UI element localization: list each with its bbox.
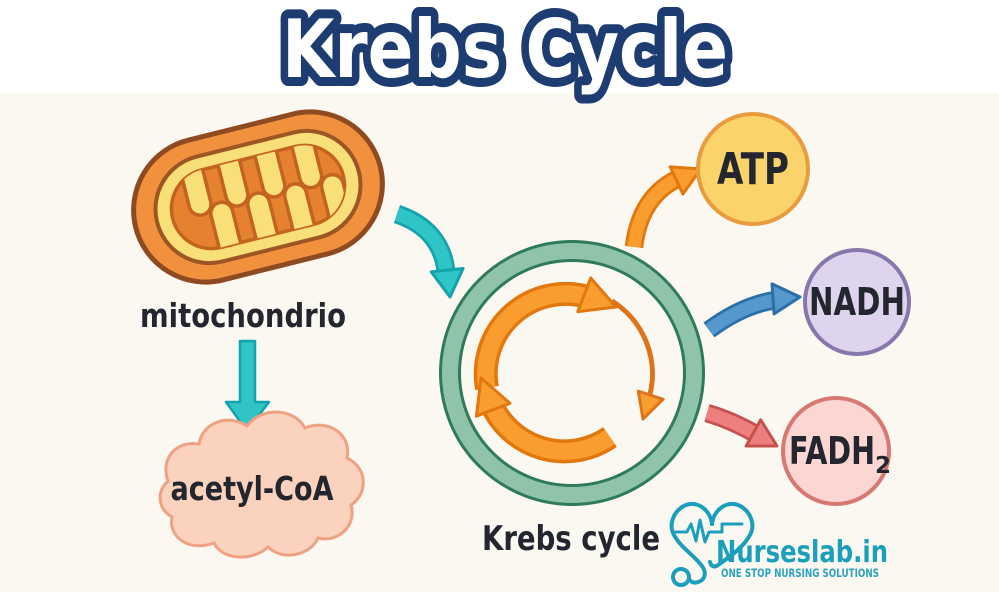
krebs-cycle-ring — [439, 240, 705, 506]
fadh2-label: FADH2 — [789, 429, 891, 479]
krebs-cycle-label: Krebs cycle — [482, 519, 660, 559]
ring-inner-edge — [458, 259, 686, 487]
brand-tagline: ONE STOP NURSING SOLUTIONS — [721, 566, 879, 580]
nadh-label: NADH — [809, 280, 905, 324]
fadh2-label-main: FADH — [789, 429, 875, 473]
arrow-shaft — [482, 397, 615, 460]
arrow-shaft — [610, 298, 655, 399]
arrow-head — [636, 389, 665, 421]
mitochondrion-illustration — [131, 109, 385, 285]
ecg-line — [671, 518, 744, 544]
nurseslab-logo: Nurseslab.in ONE STOP NURSING SOLUTIONS — [669, 502, 888, 587]
arrow-shaft — [627, 172, 682, 248]
cycle-arrow-thin — [610, 298, 665, 421]
arrow-head — [576, 276, 618, 314]
fadh2-label-subscript: 2 — [875, 453, 891, 479]
page-title: Krebs Cycle — [282, 3, 728, 96]
fadh2-circle — [781, 396, 891, 506]
arrow-head — [770, 282, 802, 316]
cycle-arrow-bottom — [474, 376, 617, 464]
arrow-cycle-to-fadh2 — [704, 404, 779, 448]
cycle-arrow-top — [473, 276, 618, 391]
stethoscope-heart-icon — [669, 502, 755, 587]
arrow-mitochondrion-to-cycle — [393, 205, 465, 299]
arrow-shaft — [477, 285, 594, 390]
atp-circle — [696, 112, 810, 226]
brand-name: Nurseslab.in — [716, 535, 888, 570]
stethoscope-chestpiece — [671, 567, 691, 587]
mitochondrion-label: mitochondrio — [140, 296, 346, 335]
arrow-head — [668, 165, 703, 196]
arrow-head — [429, 266, 465, 299]
nadh-circle — [803, 248, 911, 356]
atp-label: ATP — [717, 144, 789, 195]
arrow-shaft — [394, 207, 453, 273]
ring-band — [440, 241, 704, 505]
heart-right-lobe — [708, 502, 755, 569]
arrow-cycle-to-nadh — [703, 282, 802, 338]
ring-outer-edge — [439, 240, 705, 506]
arrow-head — [474, 376, 512, 418]
acetyl-coa-cloud — [158, 410, 365, 559]
heart-left-lobe-tube — [669, 502, 714, 585]
arrow-head — [744, 418, 779, 448]
acetyl-coa-label: acetyl-CoA — [171, 469, 334, 508]
arrow-cycle-to-atp — [624, 165, 703, 249]
